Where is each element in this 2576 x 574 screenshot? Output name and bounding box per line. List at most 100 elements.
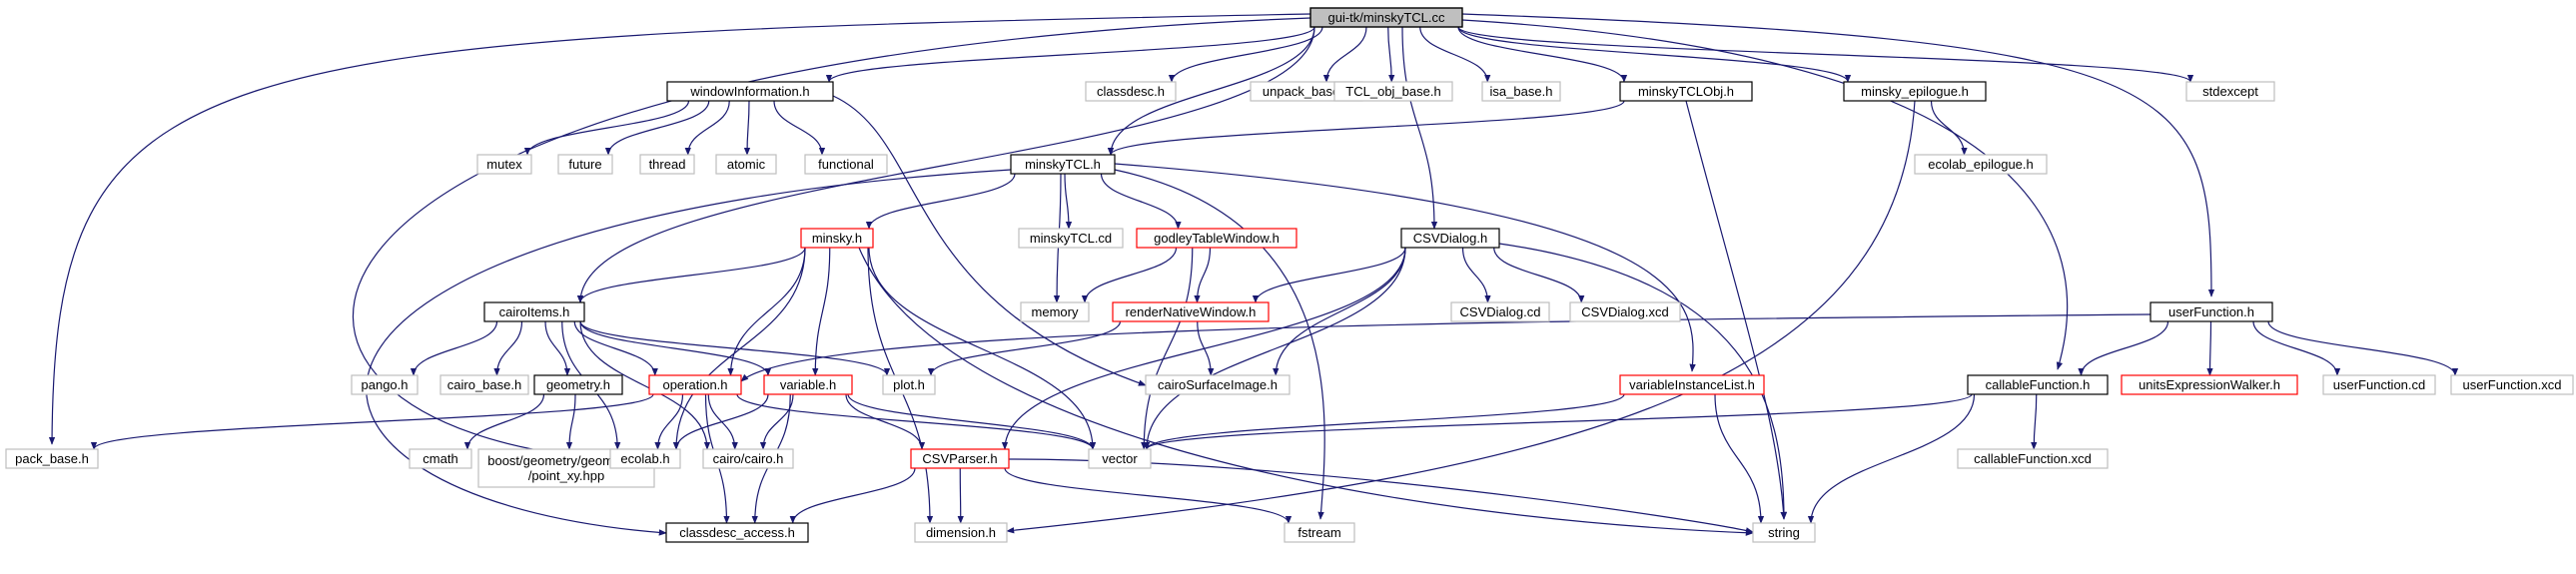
node-label-tcl_obj_base: TCL_obj_base.h: [1345, 84, 1440, 99]
node-csvparser[interactable]: CSVParser.h: [910, 448, 1010, 469]
node-memory[interactable]: memory: [1020, 301, 1090, 322]
node-userFunction[interactable]: userFunction.h: [2149, 301, 2273, 322]
node-minskyTCL[interactable]: minskyTCL.h: [1010, 154, 1116, 175]
node-pack_base[interactable]: pack_base.h: [5, 448, 99, 469]
edge-csvparser-to-dimension: [957, 467, 964, 524]
node-box-operation: [648, 374, 742, 395]
node-box-csvdialog: [1400, 228, 1500, 249]
node-ecolab[interactable]: ecolab.h: [609, 448, 681, 469]
edge-variable-to-vector: [847, 393, 1097, 450]
node-label-future: future: [568, 157, 601, 172]
node-dimension[interactable]: dimension.h: [914, 522, 1008, 543]
node-string[interactable]: string: [1752, 522, 1816, 543]
node-cmath[interactable]: cmath: [409, 448, 472, 469]
node-label-pack_base: pack_base.h: [15, 451, 89, 466]
node-godley[interactable]: godleyTableWindow.h: [1136, 228, 1297, 249]
node-renderNative[interactable]: renderNativeWindow.h: [1112, 301, 1270, 322]
node-label-minskyTCLcd: minskyTCL.cd: [1030, 231, 1112, 246]
node-minskyTCLcd[interactable]: minskyTCL.cd: [1018, 228, 1124, 249]
edge-userFunction-to-userFunctioncd: [2252, 320, 2341, 376]
node-box-cairo_base: [439, 374, 529, 395]
edge-windowInformation-to-cairoSurface: [832, 95, 1147, 386]
edge-minskyTCLObj-to-string: [1685, 100, 1787, 520]
node-label-plot: plot.h: [893, 377, 925, 392]
node-mutex[interactable]: mutex: [476, 154, 532, 175]
node-plot[interactable]: plot.h: [882, 374, 936, 395]
node-minskyTCLObj[interactable]: minskyTCLObj.h: [1619, 81, 1753, 102]
node-label-atomic: atomic: [727, 157, 766, 172]
node-box-root: [1309, 7, 1463, 28]
node-root[interactable]: gui-tk/minskyTCL.cc: [1309, 7, 1463, 28]
node-future[interactable]: future: [557, 154, 613, 175]
node-varInstList[interactable]: variableInstanceList.h: [1619, 374, 1765, 395]
edge-windowInformation-to-atomic: [743, 100, 751, 156]
node-box-minskyTCLObj: [1619, 81, 1753, 102]
node-box-isa_base: [1481, 81, 1561, 102]
nodes-layer: gui-tk/minskyTCL.cc windowInformation.h cl…: [5, 7, 2574, 543]
node-geometry[interactable]: geometry.h: [533, 374, 623, 395]
node-label-isa_base: isa_base.h: [1490, 84, 1553, 99]
node-cairoSurface[interactable]: cairoSurfaceImage.h: [1145, 374, 1290, 395]
edge-variable-to-ecolab: [672, 393, 769, 450]
node-callableFunctionxcd[interactable]: callableFunction.xcd: [1957, 448, 2109, 469]
node-tcl_obj_base[interactable]: TCL_obj_base.h: [1333, 81, 1453, 102]
node-classdesc[interactable]: classdesc.h: [1085, 81, 1177, 102]
node-label-string: string: [1768, 525, 1800, 540]
node-fstream[interactable]: fstream: [1284, 522, 1355, 543]
node-label-thread: thread: [649, 157, 686, 172]
node-box-renderNative: [1112, 301, 1270, 322]
node-thread[interactable]: thread: [639, 154, 695, 175]
edge-minsky-to-ecolab: [672, 247, 806, 450]
node-userFunctioncd[interactable]: userFunction.cd: [2322, 374, 2436, 395]
node-operation[interactable]: operation.h: [648, 374, 742, 395]
edge-userFunction-to-callableFunction: [2078, 320, 2169, 376]
node-csvdialog[interactable]: CSVDialog.h: [1400, 228, 1500, 249]
node-box-variable: [763, 374, 853, 395]
edge-minskyTCL-to-minsky: [865, 173, 1016, 230]
edge-minsky_epilogue-to-ecolab_epilogue: [1930, 100, 1968, 156]
node-functional[interactable]: functional: [804, 154, 888, 175]
node-minsky_epilogue[interactable]: minsky_epilogue.h: [1843, 81, 1987, 102]
node-stdexcept[interactable]: stdexcept: [2185, 81, 2275, 102]
edge-minskyTCLObj-to-minskyTCL: [1107, 100, 1625, 156]
node-vector[interactable]: vector: [1088, 448, 1152, 469]
edge-callableFunction-to-vector: [1144, 393, 1973, 450]
node-box-ecolab_epilogue: [1914, 154, 2048, 175]
edge-geometry-to-cmath: [463, 393, 545, 450]
node-pango[interactable]: pango.h: [351, 374, 419, 395]
node-callableFunction[interactable]: callableFunction.h: [1967, 374, 2109, 395]
edge-windowInformation-to-future: [604, 100, 710, 156]
edge-minskyTCL-to-godley: [1100, 173, 1182, 230]
node-minsky[interactable]: minsky.h: [800, 228, 874, 249]
edge-csvdialog-to-csvdialogxcd: [1493, 247, 1585, 303]
node-csvdialogcd[interactable]: CSVDialog.cd: [1450, 301, 1550, 322]
node-box-stdexcept: [2185, 81, 2275, 102]
node-box-thread: [639, 154, 695, 175]
node-isa_base[interactable]: isa_base.h: [1481, 81, 1561, 102]
node-userFunctionxcd[interactable]: userFunction.xcd: [2450, 374, 2574, 395]
node-label-callableFunction: callableFunction.h: [1986, 377, 2091, 392]
node-variable[interactable]: variable.h: [763, 374, 853, 395]
node-label-cairo_base: cairo_base.h: [447, 377, 521, 392]
node-windowInformation[interactable]: windowInformation.h: [666, 81, 834, 102]
edge-minskyTCL-to-minskyTCLcd: [1064, 173, 1073, 230]
node-cairo_base[interactable]: cairo_base.h: [439, 374, 529, 395]
node-classdesc_access[interactable]: classdesc_access.h: [665, 522, 809, 543]
node-box-csvparser: [910, 448, 1010, 469]
node-unitsWalker[interactable]: unitsExpressionWalker.h: [2121, 374, 2298, 395]
edges-layer: [48, 13, 2459, 536]
node-ecolab_epilogue[interactable]: ecolab_epilogue.h: [1914, 154, 2048, 175]
edge-minsky-to-string: [858, 247, 1754, 536]
node-atomic[interactable]: atomic: [715, 154, 777, 175]
edge-root-to-classdesc: [1168, 26, 1323, 83]
node-csvdialogxcd[interactable]: CSVDialog.xcd: [1569, 301, 1681, 322]
edge-minsky_epilogue-to-dimension: [1006, 100, 1916, 534]
node-box-atomic: [715, 154, 777, 175]
node-cairo[interactable]: cairo/cairo.h: [702, 448, 794, 469]
node-cairoItems[interactable]: cairoItems.h: [483, 301, 585, 322]
edge-operation-to-pack_base: [90, 393, 654, 450]
node-box-csvdialogcd: [1450, 301, 1550, 322]
node-label-operation: operation.h: [662, 377, 727, 392]
node-label-cairoItems: cairoItems.h: [499, 304, 570, 319]
node-box-minsky: [800, 228, 874, 249]
